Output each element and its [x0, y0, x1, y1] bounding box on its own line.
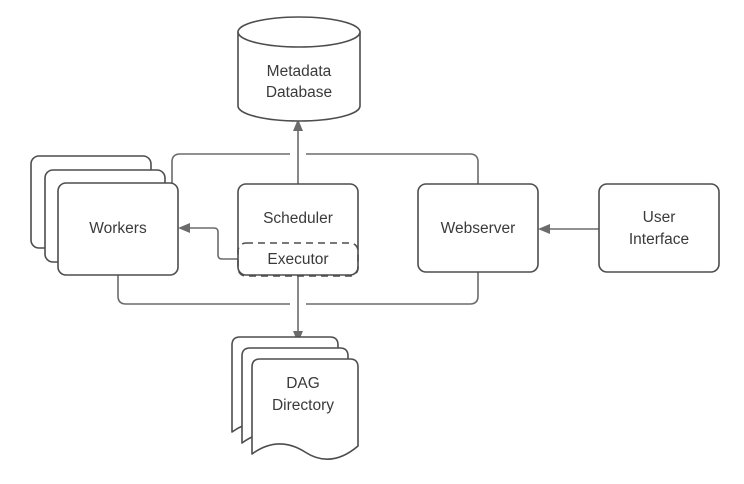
- edge-bottom-bus-right-branch: [306, 272, 479, 305]
- edge-layer: [117, 119, 599, 343]
- node-label-dag-directory-line1: DAG: [286, 375, 320, 392]
- edge-top-bus-left-branch: [171, 153, 290, 186]
- node-label-webserver: Webserver: [441, 220, 516, 237]
- user-interface-box: [598, 183, 720, 273]
- executor-box: [237, 242, 359, 277]
- node-dag-directory[interactable]: DAG Directory: [231, 336, 359, 460]
- webserver-box: [417, 183, 539, 273]
- node-metadata-database[interactable]: Metadata Database: [237, 16, 361, 122]
- node-workers[interactable]: Workers: [30, 155, 179, 276]
- edge-top-bus-right-branch: [306, 153, 479, 184]
- arrowhead-to-workers: [178, 223, 190, 233]
- edge-bottom-bus-left-branch: [117, 275, 290, 305]
- node-scheduler[interactable]: Scheduler: [237, 183, 359, 276]
- node-user-interface[interactable]: User Interface: [598, 183, 720, 273]
- workers-stack-front: [57, 182, 179, 276]
- node-label-dag-directory-line2: Directory: [272, 397, 334, 414]
- node-executor[interactable]: Executor: [237, 242, 359, 277]
- cylinder-top: [237, 16, 361, 48]
- node-label-metadata-database-line2: Database: [266, 84, 332, 101]
- node-label-metadata-database-line1: Metadata: [267, 63, 332, 80]
- node-label-user-interface-line2: Interface: [629, 231, 689, 248]
- edge-executor-to-workers: [188, 227, 238, 260]
- cylinder-body: [237, 31, 361, 122]
- node-label-workers: Workers: [89, 220, 147, 237]
- node-label-user-interface-line1: User: [643, 209, 676, 226]
- dag-directory-stack-front: [251, 358, 359, 460]
- arrowhead-to-webserver: [538, 224, 550, 234]
- arrowhead-to-metadata-database: [293, 119, 303, 131]
- node-webserver[interactable]: Webserver: [417, 183, 539, 273]
- scheduler-box: [237, 183, 359, 276]
- node-label-scheduler: Scheduler: [263, 210, 333, 227]
- node-label-executor: Executor: [267, 251, 328, 268]
